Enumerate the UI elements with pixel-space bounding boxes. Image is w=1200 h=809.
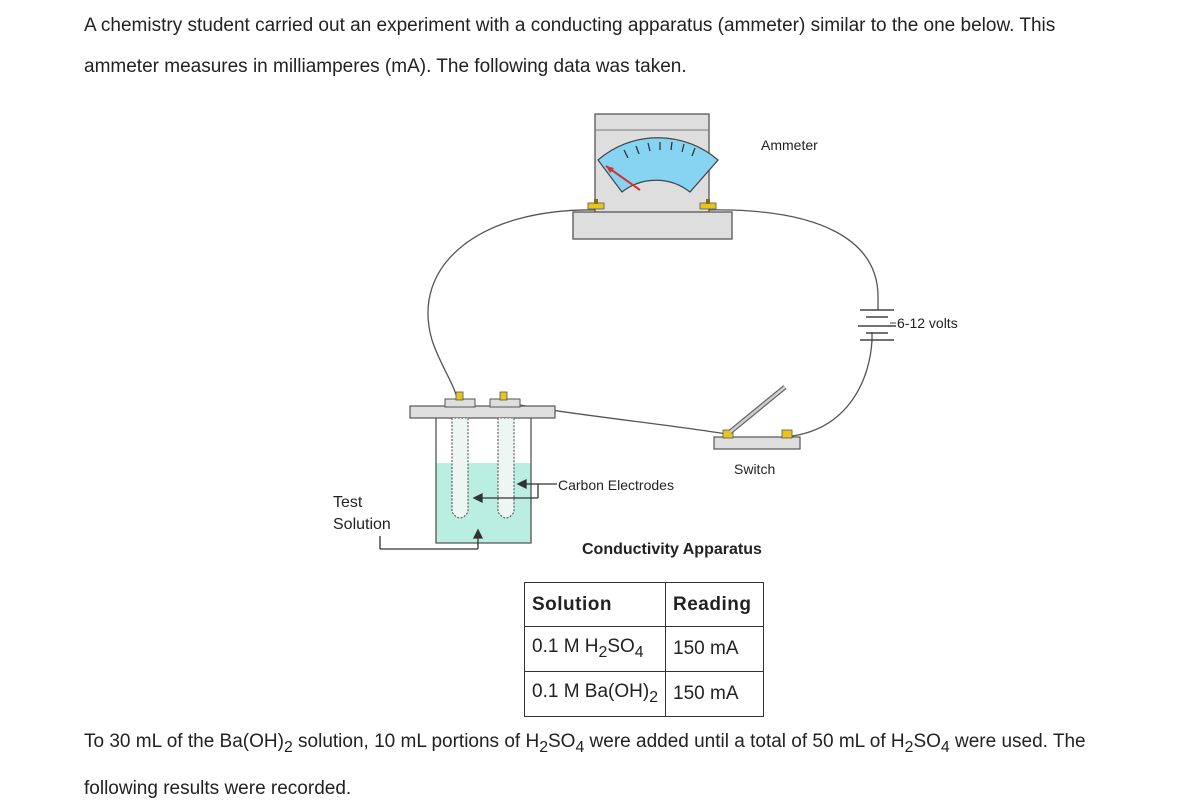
electrodes-pointer: [472, 478, 557, 504]
row-1-solution: 0.1 M H2SO4: [523, 626, 667, 672]
beaker: [409, 391, 556, 544]
row-1-sub-b: 4: [634, 643, 644, 661]
table-header-row: Solution Reading: [523, 582, 765, 627]
header-reading: Reading: [665, 582, 765, 627]
row-2-reading: 150 mA: [665, 671, 765, 717]
switch-base: [713, 436, 801, 450]
test-label-line-2: Solution: [333, 516, 391, 533]
row-1-sub-a: 2: [598, 643, 608, 661]
outro-text-1: To 30 mL of the Ba(OH): [84, 731, 284, 752]
carbon-electrode-left: [451, 417, 469, 519]
battery-symbol: [858, 309, 896, 341]
outro-sub-5: 4: [940, 738, 950, 756]
outro-text-6: were used. The: [949, 731, 1086, 752]
row-1-formula-a: 0.1 M H: [532, 636, 599, 658]
carbon-electrodes-label: Carbon Electrodes: [558, 477, 674, 493]
header-solution: Solution: [523, 582, 667, 627]
row-1-reading: 150 mA: [665, 626, 765, 672]
outro-text-2: solution, 10 mL portions of H: [292, 731, 540, 752]
ammeter: [572, 113, 733, 240]
outro-sub-4: 2: [904, 738, 914, 756]
battery-voltage-label: 6-12 volts: [897, 315, 958, 331]
intro-line-2: ammeter measures in milliamperes (mA). T…: [84, 56, 687, 77]
outro-paragraph: To 30 mL of the Ba(OH)2 solution, 10 mL …: [84, 721, 1174, 809]
row-2-formula-a: 0.1 M Ba(OH): [532, 681, 650, 703]
table-row: 0.1 M Ba(OH)2 150 mA: [523, 671, 765, 717]
beaker-lid: [409, 405, 556, 419]
outro-line-2: following results were recorded.: [84, 777, 352, 799]
outro-text-3: SO: [548, 731, 576, 752]
row-2-solution: 0.1 M Ba(OH)2: [523, 671, 667, 717]
outro-text-5: SO: [913, 731, 941, 752]
table-row: 0.1 M H2SO4 150 mA: [523, 626, 765, 672]
ammeter-label: Ammeter: [761, 137, 818, 153]
readings-table: Solution Reading 0.1 M H2SO4 150 mA 0.1 …: [523, 582, 765, 717]
test-label-line-1: Test: [333, 494, 363, 511]
ammeter-base: [572, 211, 733, 240]
switch-label: Switch: [734, 461, 775, 477]
row-2-sub-a: 2: [649, 688, 659, 706]
intro-paragraph: A chemistry student carried out an exper…: [84, 5, 1174, 87]
ammeter-terminal-left: [587, 199, 605, 210]
intro-line-1: A chemistry student carried out an exper…: [84, 15, 1056, 36]
row-1-formula-b: SO: [607, 636, 635, 658]
outro-text-4: were added until a total of 50 mL of H: [584, 731, 905, 752]
carbon-electrode-right: [497, 417, 515, 519]
test-solution-pointer: [379, 528, 484, 550]
outro-sub-2: 2: [539, 738, 548, 756]
outro-line-1: To 30 mL of the Ba(OH)2 solution, 10 mL …: [84, 721, 1174, 768]
test-solution: [436, 463, 531, 543]
knife-switch: [713, 385, 801, 450]
ammeter-terminal-right: [699, 199, 717, 210]
outro-sub-3: 4: [575, 738, 585, 756]
ammeter-dial-face: [597, 137, 719, 193]
outro-sub-1: 2: [283, 738, 293, 756]
diagram-caption: Conductivity Apparatus: [582, 541, 762, 558]
